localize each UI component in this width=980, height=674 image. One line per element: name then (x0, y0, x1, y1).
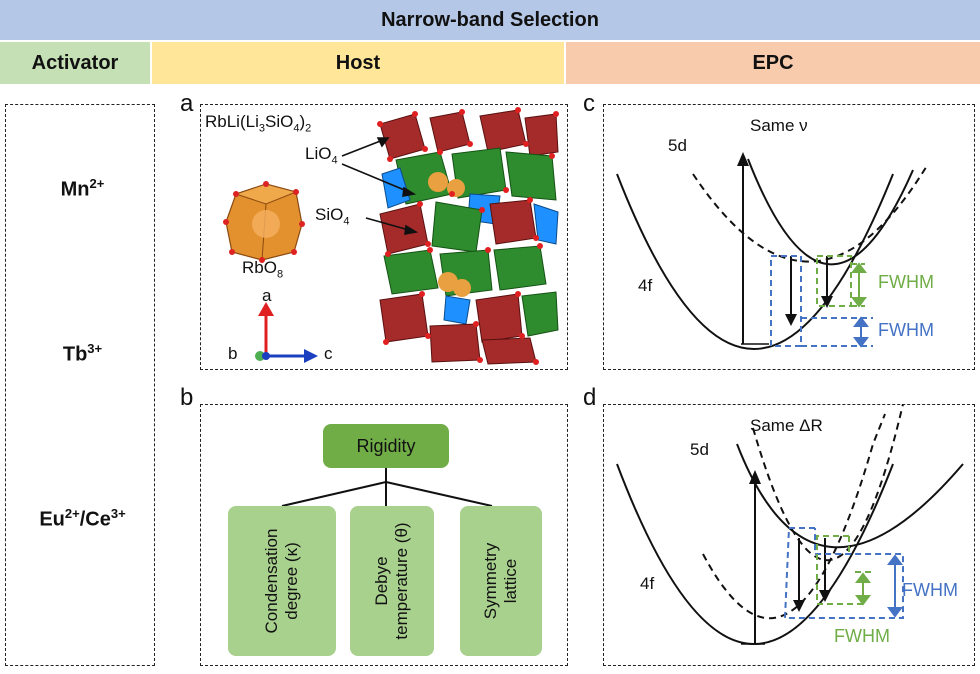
panel-b-letter: b (180, 384, 194, 411)
label-pointer-arrows (341, 137, 419, 235)
tree-connectors (281, 468, 493, 507)
axis-triad-icon (255, 302, 318, 363)
panel-c-box (603, 104, 975, 370)
panel-c-5d-dashed-curve (692, 163, 929, 263)
header-activator: Activator (0, 42, 150, 84)
panel-c-green-fwhm-bracket (816, 255, 865, 307)
panel-c-fwhm-green: FWHM (878, 272, 934, 292)
header-epc: EPC (566, 42, 980, 84)
formula-label: RbLi(Li3SiO4)2 (205, 112, 312, 135)
panel-d-blue-fwhm-bracket (783, 527, 904, 619)
debye-node (350, 506, 434, 656)
panel-d-fwhm-green: FWHM (834, 626, 890, 646)
panel-d-title: Same ΔR (750, 416, 823, 435)
activator-eu-ce: Eu2+/Ce3+ (39, 506, 126, 531)
header-host: Host (152, 42, 564, 84)
panel-c-4f-curve (616, 173, 894, 350)
panel-d-4f-label: 4f (640, 574, 655, 593)
crystal-structure-graphic (223, 107, 559, 365)
panel-d-fwhm-blue: FWHM (902, 580, 958, 600)
axis-a-label: a (262, 286, 272, 305)
panel-a-letter: a (180, 90, 194, 117)
activator-mn: Mn2+ (60, 176, 105, 201)
panel-a-box (200, 104, 568, 370)
panel-b-box (200, 404, 568, 666)
activator-box (5, 104, 155, 666)
axis-c-label: c (324, 344, 333, 363)
panel-c-energy-diagram (616, 152, 929, 350)
panel-c-4f-label: 4f (638, 276, 653, 295)
axis-b-label: b (228, 344, 238, 363)
panel-d-letter: d (583, 384, 597, 411)
activator-tb: Tb3+ (62, 341, 103, 366)
rigidity-node: Rigidity (323, 424, 449, 468)
panel-d-4f-dashed-curve (702, 413, 886, 619)
panel-d-5d-solid-curve (736, 443, 964, 549)
panel-d-green-fwhm-bracket (816, 535, 875, 605)
panel-d-5d-dashed-curve (752, 404, 904, 561)
panel-d-5d-label: 5d (690, 440, 709, 459)
symmetry-node (460, 506, 542, 656)
panel-c-5d-solid-curve (747, 158, 914, 266)
crystal-lattice-icon (377, 107, 559, 365)
lio4-label: LiO4 (305, 144, 338, 167)
panel-d-energy-diagram (616, 404, 964, 645)
panel-c-letter: c (583, 90, 595, 117)
header-title: Narrow-band Selection (0, 0, 980, 40)
rbo8-label: RbO8 (242, 258, 284, 281)
condensation-node (228, 506, 336, 656)
sio4-label: SiO4 (315, 205, 350, 228)
panel-d-box (603, 404, 975, 666)
panel-c-5d-label: 5d (668, 136, 687, 155)
rbo8-polyhedron-icon (223, 181, 305, 263)
panel-c-title: Same ν (750, 116, 808, 135)
panel-c-fwhm-blue: FWHM (878, 320, 934, 340)
